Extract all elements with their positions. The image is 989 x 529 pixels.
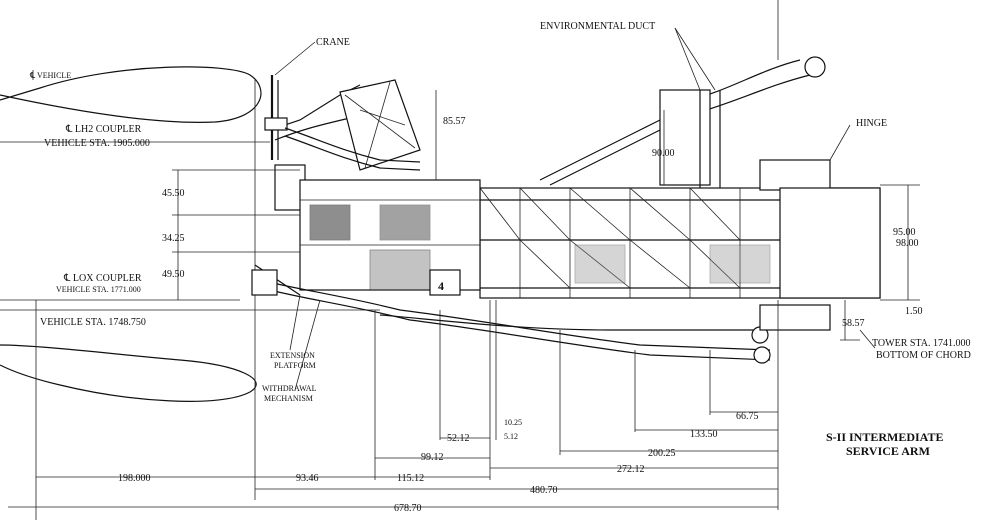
main-truss (479, 159, 881, 299)
left-module: 4 (274, 164, 481, 296)
dim-98-00: 98.00 (896, 238, 919, 249)
vehicle-outline (0, 66, 262, 402)
dim-95-00: 95.00 (893, 227, 916, 238)
dim-52-12: 52.12 (447, 433, 470, 444)
panel-number: 4 (438, 279, 444, 293)
dim-85-57: 85.57 (443, 116, 466, 127)
vehicle-sta-1748-label: VEHICLE STA. 1748.750 (40, 317, 146, 328)
dim-66-75: 66.75 (736, 411, 759, 422)
dim-133-50: 133.50 (690, 429, 718, 440)
dim-93-46: 93.46 (296, 473, 319, 484)
lh2-coupler-label: ℄ LH2 COUPLER (65, 124, 142, 135)
extension-platform-label-1: EXTENSION (270, 351, 315, 360)
vehicle-sta-1905-label: VEHICLE STA. 1905.000 (44, 138, 150, 149)
withdrawal-mechanism-label-1: WITHDRAWAL (262, 384, 317, 393)
dim-115-12: 115.12 (397, 473, 424, 484)
dim-200-25: 200.25 (648, 448, 676, 459)
dim-272-12: 272.12 (617, 464, 645, 475)
withdrawal-mechanism-label-2: MECHANISM (264, 394, 313, 403)
dimension-lines (8, 90, 920, 510)
dim-1-50: 1.50 (905, 306, 923, 317)
vehicle-centerline-label: ℄ VEHICLE (29, 71, 71, 80)
environmental-duct-label: ENVIRONMENTAL DUCT (540, 21, 655, 32)
drawing-title-2: SERVICE ARM (846, 444, 930, 458)
dim-90-00: 90.00 (652, 148, 675, 159)
tower-sta-label-2: BOTTOM OF CHORD (876, 350, 971, 361)
lower-piping (251, 264, 831, 364)
dim-678-70: 678.70 (394, 503, 422, 514)
lox-coupler-label: ℄ LOX COUPLER (63, 273, 142, 284)
tower-sta-label-1: TOWER STA. 1741.000 (872, 338, 970, 349)
crane-label: CRANE (316, 37, 350, 48)
dim-198-000: 198.000 (118, 473, 151, 484)
dim-58-57: 58.57 (842, 318, 865, 329)
dim-49-50: 49.50 (162, 269, 185, 280)
dim-5-12: 5.12 (504, 432, 518, 441)
extension-platform-label-2: PLATFORM (274, 361, 316, 370)
vehicle-sta-1771-label: VEHICLE STA. 1771.000 (56, 285, 141, 294)
dim-99-12: 99.12 (421, 452, 444, 463)
dim-34-25: 34.25 (162, 233, 185, 244)
dim-480-70: 480.70 (530, 485, 558, 496)
drawing-title-1: S-II INTERMEDIATE (826, 430, 943, 444)
crane-structure (264, 75, 421, 171)
hinge-label: HINGE (856, 118, 887, 129)
leader-lines (274, 27, 876, 391)
environmental-duct (539, 56, 826, 188)
dim-45-50: 45.50 (162, 188, 185, 199)
dim-10-25: 10.25 (504, 418, 522, 427)
